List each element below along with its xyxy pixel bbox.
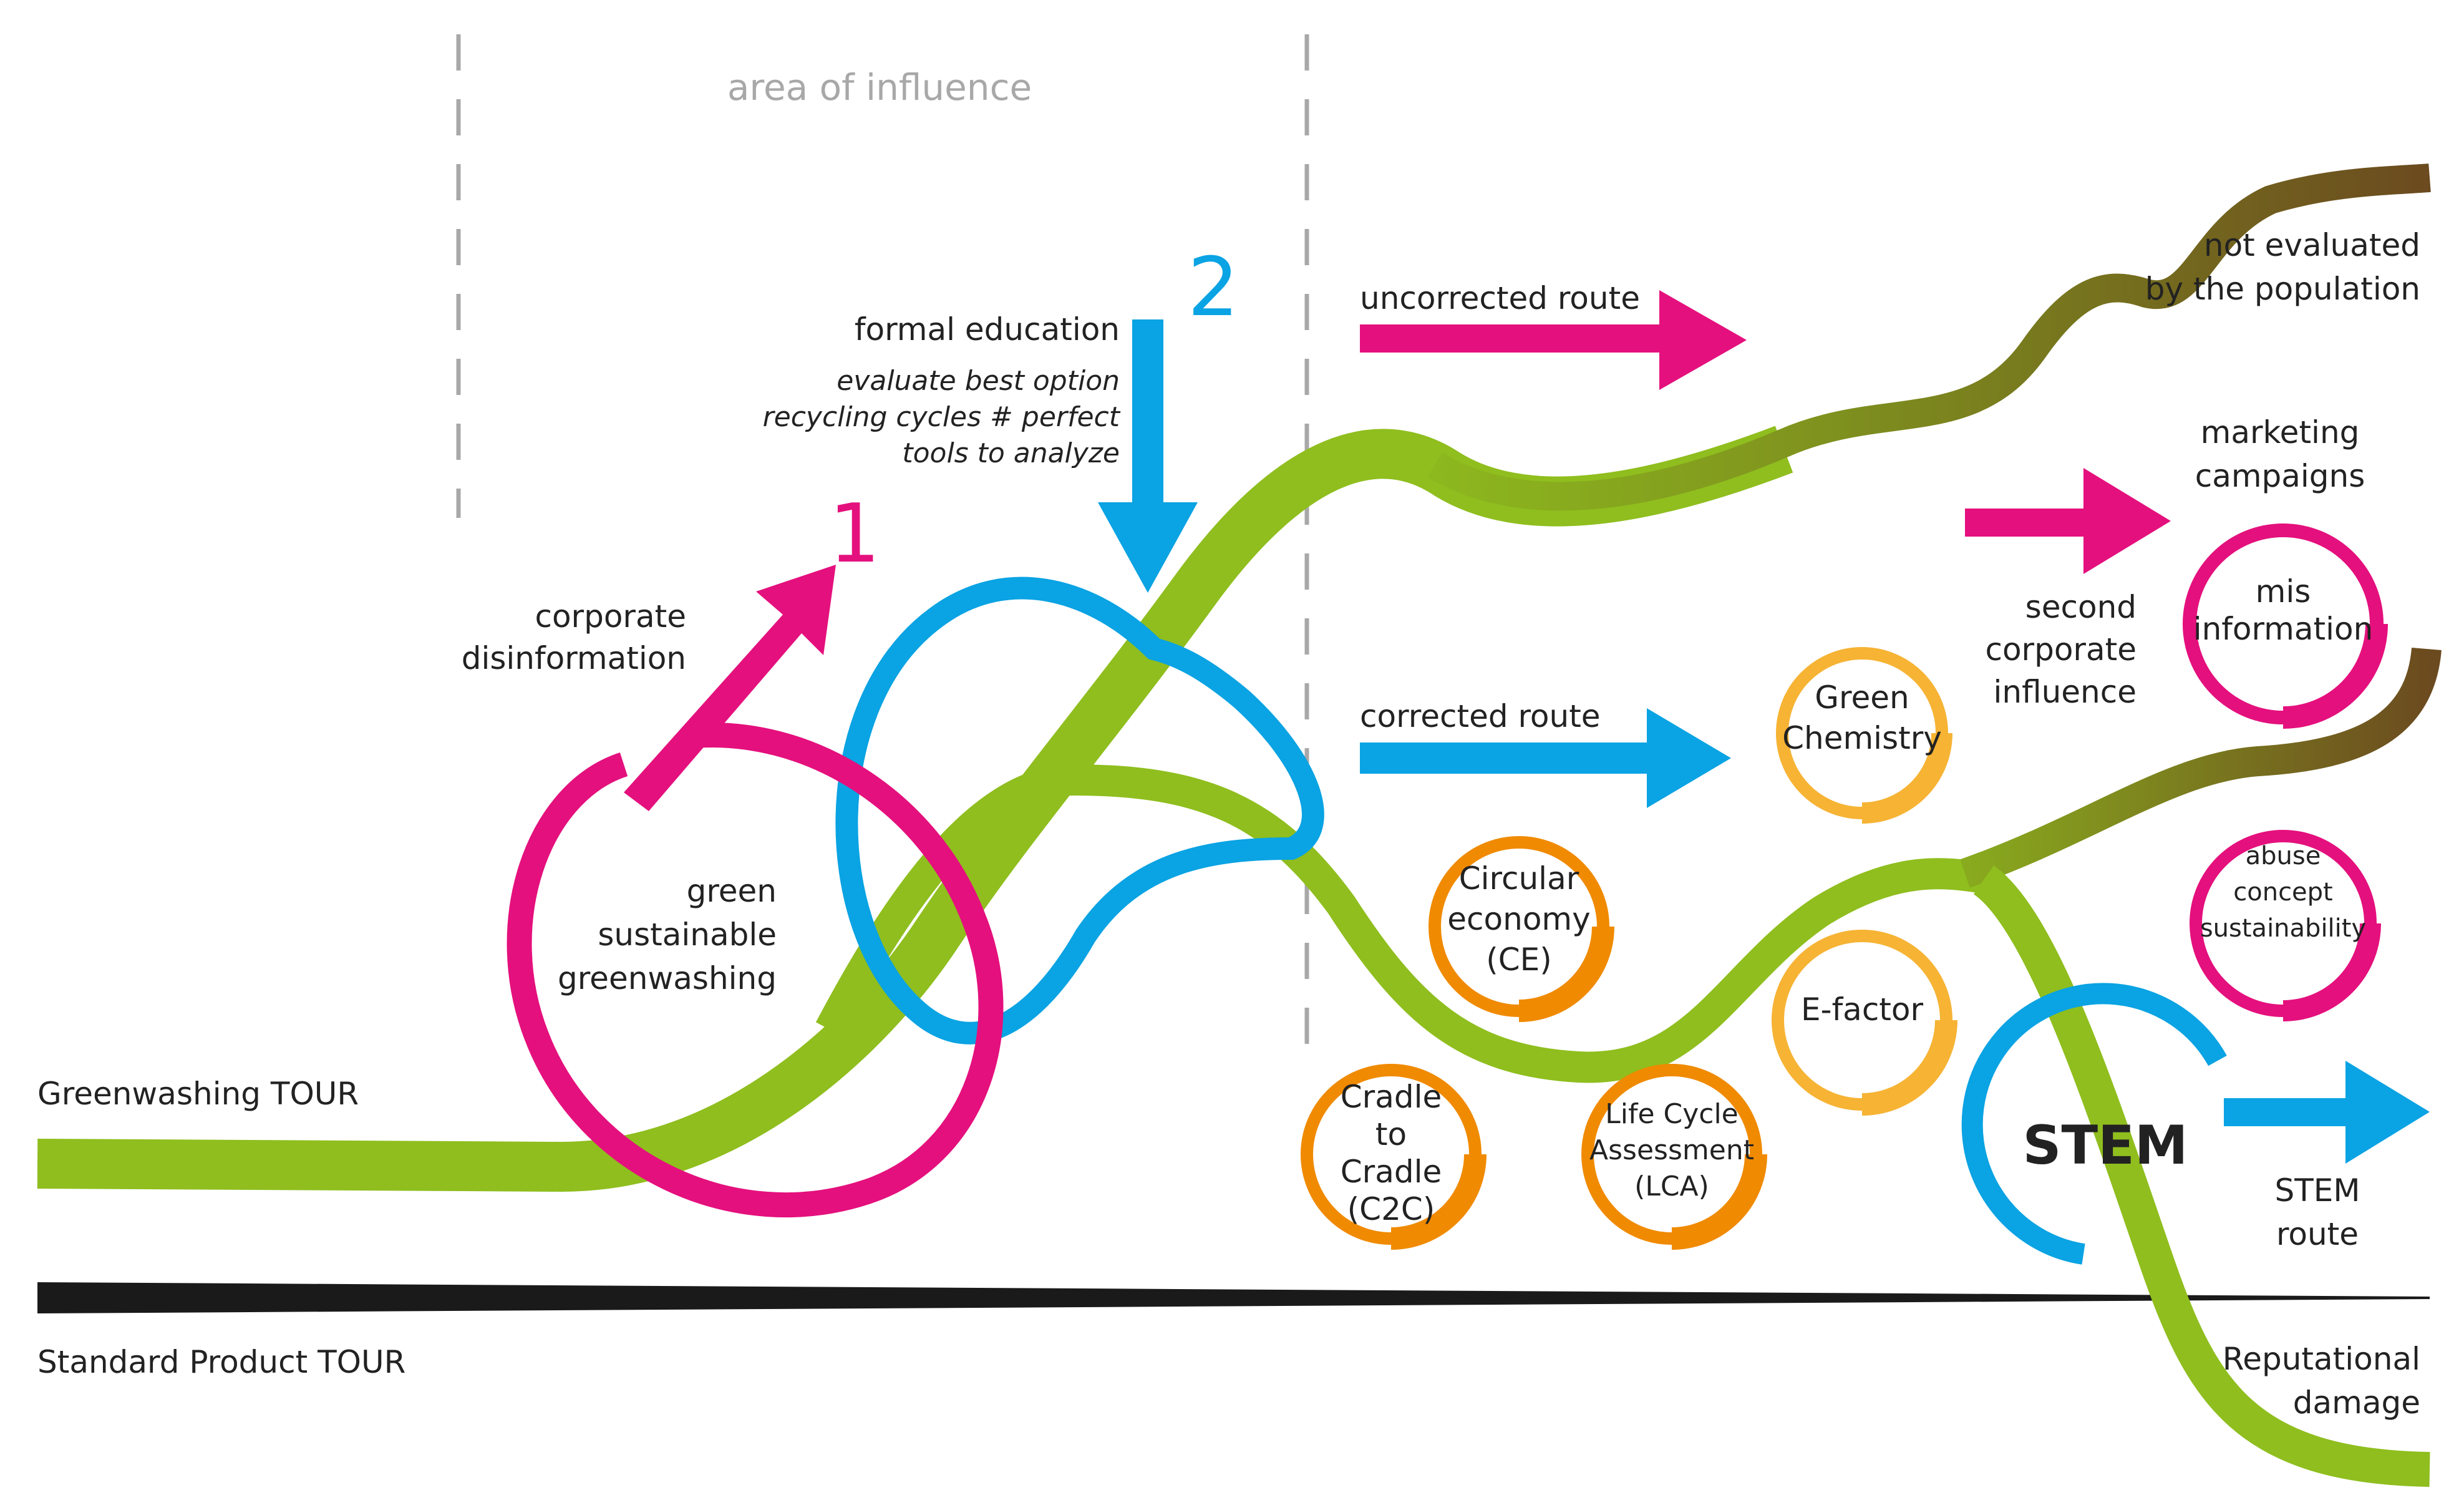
misinformation-ring bbox=[2183, 523, 2388, 729]
standard-product-tour-label: Standard Product TOUR bbox=[37, 1344, 405, 1380]
left-circle-line2: sustainable bbox=[598, 917, 777, 953]
uncorrected-tour-line bbox=[1427, 163, 2431, 511]
lca-line2: Assessment bbox=[1589, 1134, 1754, 1166]
left-circle-line3: greenwashing bbox=[558, 960, 777, 996]
step-two-number: 2 bbox=[1188, 240, 1239, 334]
corrected-route-label: corrected route bbox=[1360, 698, 1601, 734]
formal-education-note-3: tools to analyze bbox=[902, 437, 1120, 469]
misinformation-line1: mis bbox=[2256, 573, 2311, 610]
formal-education-title: formal education bbox=[855, 311, 1120, 348]
c2c-line2: to bbox=[1375, 1116, 1407, 1152]
abuse-concept-ring bbox=[2190, 830, 2381, 1021]
formal-education-loop bbox=[835, 577, 1324, 1044]
c2c-ring bbox=[1301, 1064, 1487, 1250]
step-one-number: 1 bbox=[829, 486, 881, 581]
uncorrected-route-label: uncorrected route bbox=[1360, 280, 1640, 316]
c2c-line3: Cradle bbox=[1341, 1154, 1442, 1190]
corporate-disinformation-line1: corporate bbox=[535, 598, 686, 635]
stem-ring-label: STEM bbox=[2023, 1114, 2188, 1177]
lca-ring bbox=[1581, 1064, 1767, 1250]
reputational-line2: damage bbox=[2293, 1385, 2420, 1421]
abuse-line3: sustainability bbox=[2200, 914, 2366, 943]
formal-education-note-1: evaluate best option bbox=[837, 365, 1120, 397]
circular-economy-line3: (CE) bbox=[1486, 942, 1552, 978]
second-influence-line3: influence bbox=[1994, 674, 2137, 710]
lca-line1: Life Cycle bbox=[1605, 1098, 1739, 1130]
left-circle-line1: green bbox=[687, 873, 777, 909]
c2c-line4: (C2C) bbox=[1347, 1191, 1435, 1227]
green-chemistry-line1: Green bbox=[1815, 679, 1909, 716]
greenwashing-tour-label: Greenwashing TOUR bbox=[37, 1076, 359, 1112]
e-factor-ring bbox=[1772, 930, 1957, 1116]
second-influence-line2: corporate bbox=[1985, 631, 2137, 668]
green-chemistry-ring bbox=[1776, 647, 1952, 824]
area-of-influence-label: area of influence bbox=[727, 66, 1032, 109]
standard-product-tour-bar bbox=[37, 1282, 2430, 1313]
misinformation-line2: information bbox=[2193, 611, 2374, 647]
green-sustainable-circle bbox=[507, 723, 1004, 1217]
circular-economy-ring bbox=[1428, 836, 1614, 1022]
reputational-damage-tour-line bbox=[1972, 865, 2430, 1487]
e-factor-label: E-factor bbox=[1801, 991, 1924, 1028]
c2c-line1: Cradle bbox=[1341, 1079, 1442, 1115]
stem-route-arrow bbox=[2224, 1061, 2430, 1164]
uncorrected-route-arrow bbox=[1360, 290, 1747, 390]
second-influence-tour-line bbox=[1960, 647, 2442, 888]
corrected-route-arrow bbox=[1360, 708, 1731, 808]
corporate-disinformation-line2: disinformation bbox=[462, 640, 686, 676]
not-evaluated-line2: by the population bbox=[2145, 271, 2420, 307]
marketing-campaigns-arrow bbox=[1965, 468, 2171, 574]
marketing-line2: campaigns bbox=[2195, 458, 2365, 494]
stem-route-line1: STEM bbox=[2274, 1172, 2360, 1209]
circular-economy-line2: economy bbox=[1447, 901, 1590, 937]
marketing-line1: marketing bbox=[2201, 414, 2360, 450]
formal-education-arrow bbox=[1098, 319, 1198, 593]
abuse-line1: abuse bbox=[2246, 842, 2321, 870]
not-evaluated-line1: not evaluated bbox=[2204, 227, 2420, 263]
formal-education-note-2: recycling cycles # perfect bbox=[763, 401, 1121, 433]
abuse-line2: concept bbox=[2233, 878, 2333, 907]
stem-route-line2: route bbox=[2276, 1216, 2359, 1252]
corporate-disinformation-arrow bbox=[624, 565, 836, 811]
green-chemistry-line2: Chemistry bbox=[1782, 720, 1942, 756]
corrected-tour-line bbox=[815, 764, 1999, 1083]
lca-line3: (LCA) bbox=[1634, 1171, 1709, 1202]
stem-ring bbox=[1961, 983, 2227, 1265]
second-influence-line1: second bbox=[2025, 589, 2137, 625]
circular-economy-line1: Circular bbox=[1459, 860, 1579, 897]
reputational-line1: Reputational bbox=[2223, 1341, 2420, 1377]
